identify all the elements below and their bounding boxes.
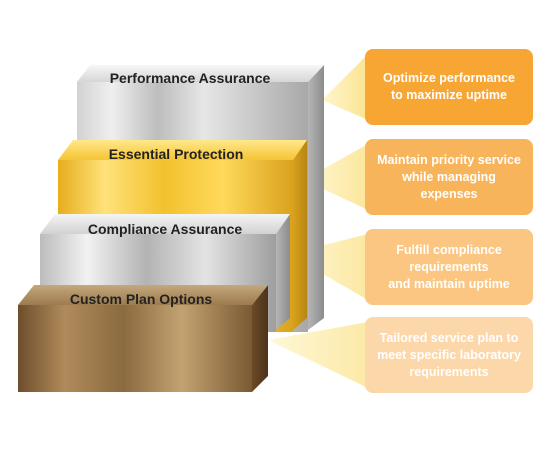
tier-3-label: Compliance Assurance [88, 221, 243, 237]
tier-2-label: Essential Protection [109, 146, 244, 162]
callout-compliance-assurance: Fulfill compliance requirements and main… [365, 229, 533, 305]
callout-3-line-2: requirements [409, 259, 489, 274]
callout-1-line-2: to maximize uptime [391, 88, 507, 102]
callout-4-line-1: Tailored service plan to [379, 330, 519, 345]
tier-2-side [293, 140, 307, 330]
callout-2-line-2: while managing [402, 169, 496, 184]
tier-1-side [308, 65, 324, 330]
tier-1-top [77, 65, 324, 82]
callout-custom-plan-options: Tailored service plan to meet specific l… [365, 317, 533, 393]
tier-3-side [276, 214, 290, 330]
tier-2-top [58, 140, 307, 160]
tier-4-side [252, 285, 268, 392]
tier-1-label: Performance Assurance [110, 70, 271, 86]
callout-beam-4 [268, 322, 368, 388]
tier-custom-plan-options: Custom Plan Options [18, 285, 268, 392]
callout-2-line-1: Maintain priority service [377, 152, 521, 167]
callout-3-line-1: Fulfill compliance [396, 242, 502, 257]
callout-performance-assurance: Optimize performance to maximize uptime [365, 49, 533, 125]
callout-2-line-3: expenses [420, 186, 478, 201]
callout-beam-2 [304, 144, 368, 210]
tier-3-top [40, 214, 290, 234]
tier-4-top [18, 285, 268, 305]
tier-4-front [18, 305, 252, 392]
callout-1-line-1: Optimize performance [383, 71, 515, 85]
callout-essential-protection: Maintain priority service while managing… [365, 139, 533, 215]
callout-3-line-3: and maintain uptime [388, 276, 510, 291]
callout-4-line-2: meet specific laboratory [377, 347, 521, 362]
callout-beam-1 [322, 54, 368, 120]
tier-4-label: Custom Plan Options [70, 291, 213, 307]
callout-4-line-3: requirements [409, 364, 489, 379]
